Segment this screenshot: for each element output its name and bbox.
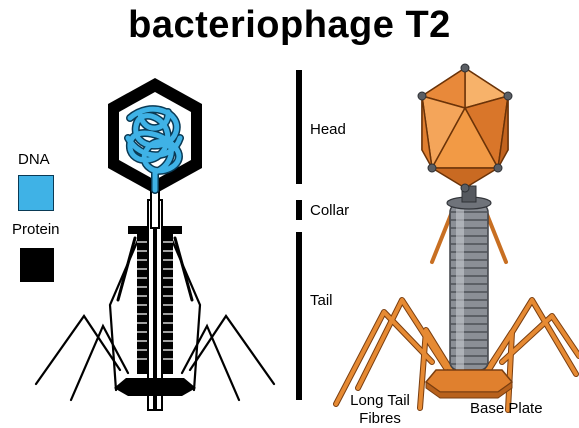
label-tail: Tail xyxy=(310,293,333,308)
realistic-base-plate xyxy=(426,370,512,398)
label-long-tail-fibres: Long Tail Fibres xyxy=(334,392,426,428)
label-collar: Collar xyxy=(310,203,349,218)
label-head: Head xyxy=(310,122,346,137)
realistic-tail-sheath xyxy=(450,204,488,370)
label-base-plate: Base Plate xyxy=(470,401,543,416)
